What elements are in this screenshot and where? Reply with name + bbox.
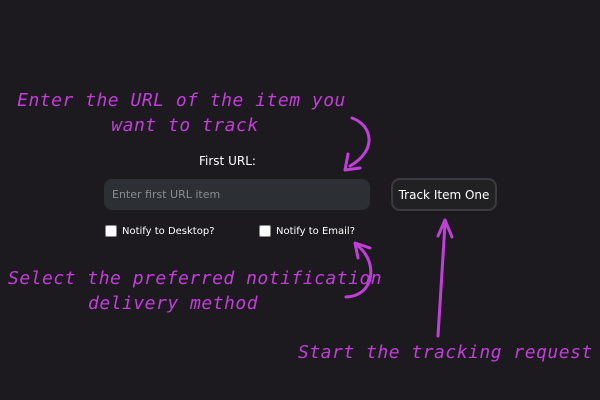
- annotation-notify-line-2: delivery method: [88, 293, 259, 314]
- annotation-url-line-1: Enter the URL of the item you: [17, 90, 346, 111]
- notify-email-label: Notify to Email?: [276, 225, 356, 237]
- notify-desktop-label: Notify to Desktop?: [122, 225, 215, 237]
- arrow-to-track-button: [436, 222, 447, 338]
- notify-email-checkbox[interactable]: [259, 225, 271, 237]
- annotation-track: Start the tracking request: [298, 342, 593, 363]
- notify-email-option[interactable]: Notify to Email?: [259, 224, 355, 238]
- url-field-label: First URL:: [199, 154, 256, 168]
- arrow-to-url-field: [348, 116, 371, 168]
- track-item-button[interactable]: Track Item One: [391, 178, 497, 211]
- annotation-notify-line-1: Select the preferred notification: [8, 268, 383, 289]
- notify-desktop-option[interactable]: Notify to Desktop?: [105, 224, 215, 238]
- annotation-url-line-2: want to track: [111, 115, 259, 136]
- arrow-to-notify-options: [344, 244, 373, 299]
- url-input[interactable]: [104, 179, 370, 210]
- notify-desktop-checkbox[interactable]: [105, 225, 117, 237]
